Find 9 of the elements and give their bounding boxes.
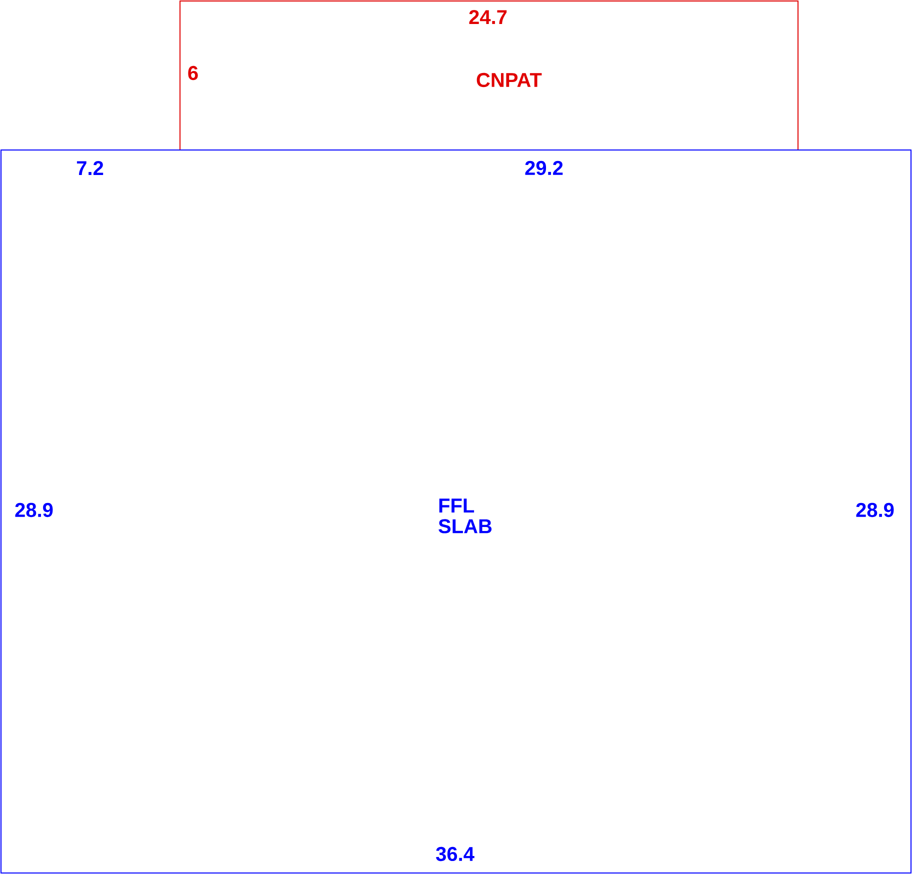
area-label: FFL SLAB [438, 498, 492, 534]
area-label: CNPAT [476, 72, 542, 88]
dimension-label: 29.2 [525, 160, 563, 176]
dimension-label: 6 [188, 66, 198, 80]
dimension-label: 24.7 [469, 10, 507, 24]
dimension-label: 28.9 [856, 502, 894, 518]
dimension-label: 7.2 [76, 161, 104, 175]
dimension-label: 36.4 [436, 846, 474, 862]
dimension-label: 28.9 [15, 502, 53, 518]
